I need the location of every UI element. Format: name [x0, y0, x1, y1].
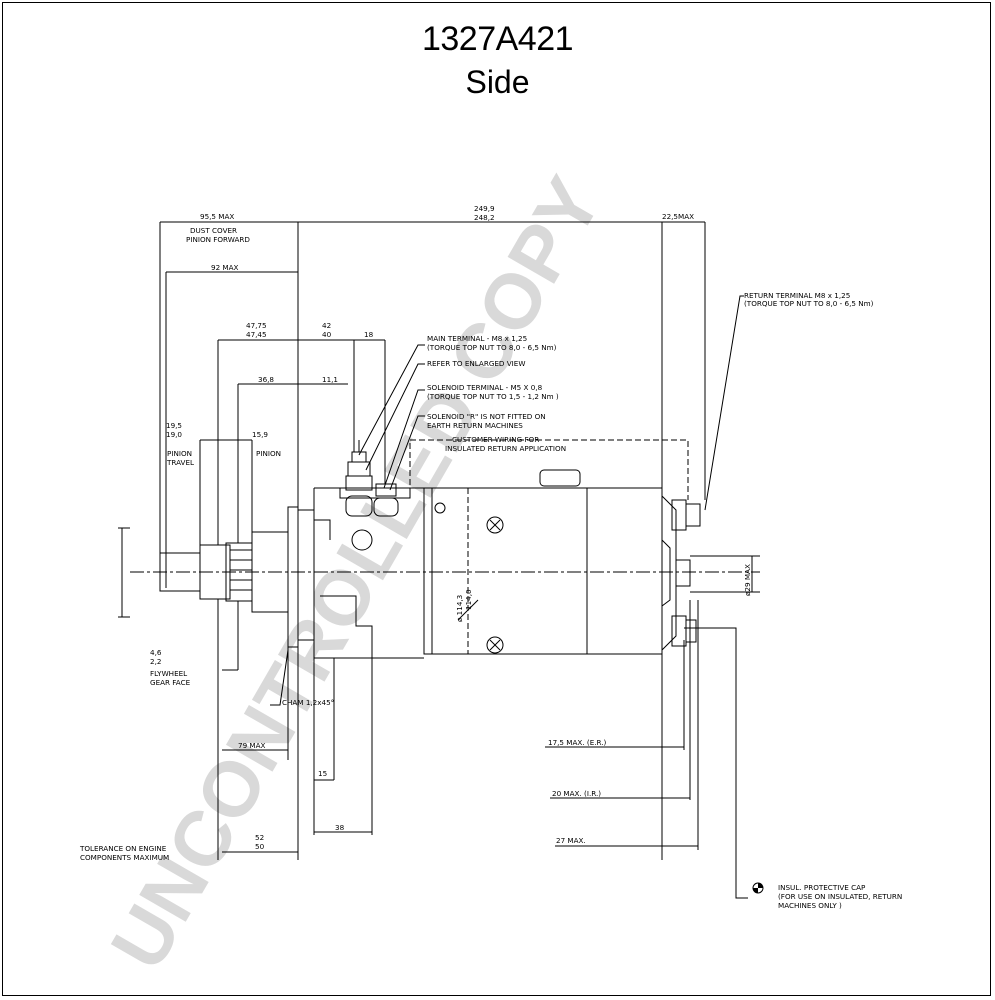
dim-95-5: 95,5 MAX	[200, 212, 234, 221]
insulated-return-label: INSULATED RETURN APPLICATION	[445, 444, 566, 453]
pinion-label: PINION	[256, 449, 281, 458]
dim-17-5: 17,5 MAX. (E.R.)	[548, 738, 607, 747]
dim-40: 40	[322, 330, 332, 339]
main-terminal-label: MAIN TERMINAL - M8 x 1,25	[427, 334, 527, 343]
return-terminal-label: RETURN TERMINAL M8 x 1,25	[744, 291, 850, 300]
callout-labels: MAIN TERMINAL - M8 x 1,25 (TORQUE TOP NU…	[427, 291, 902, 910]
dim-19-0: 19,0	[166, 430, 182, 439]
dim-15: 15	[318, 769, 327, 778]
dim-dia-29: ø29 MAX	[743, 564, 752, 596]
solenoid-r-label: SOLENOID "R" IS NOT FITTED ON	[427, 412, 546, 421]
tolerance-label-2: COMPONENTS MAXIMUM	[80, 853, 169, 862]
chamfer-label: CHAM 1,2x45°	[282, 698, 334, 707]
insul-cap-usage: (FOR USE ON INSULATED, RETURN	[778, 892, 902, 901]
dim-248-2: 248,2	[474, 213, 495, 222]
dim-36-8: 36,8	[258, 375, 274, 384]
solenoid-terminal-torque: (TORQUE TOP NUT TO 1,5 - 1,2 Nm )	[427, 392, 559, 401]
dim-19-5: 19,5	[166, 421, 182, 430]
dim-20: 20 MAX. (I.R.)	[552, 789, 601, 798]
motor-outline	[118, 221, 760, 899]
dim-38: 38	[335, 823, 345, 832]
dim-15-9: 15,9	[252, 430, 268, 439]
dim-92: 92 MAX	[211, 263, 239, 272]
dim-2-2: 2,2	[150, 657, 161, 666]
solenoid-terminal-label: SOLENOID TERMINAL - M5 X 0,8	[427, 383, 543, 392]
dimension-labels: 95,5 MAX DUST COVER PINION FORWARD 92 MA…	[79, 204, 752, 862]
dim-18: 18	[364, 330, 374, 339]
gear-face-label: GEAR FACE	[150, 678, 191, 687]
main-terminal-torque: (TORQUE TOP NUT TO 8,0 - 6,5 Nm)	[427, 343, 557, 352]
uncontrolled-copy-watermark: UNCONTROLLED COPY	[94, 163, 619, 984]
dim-47-45: 47,45	[246, 330, 267, 339]
dim-11-1: 11,1	[322, 375, 338, 384]
dim-47-75: 47,75	[246, 321, 267, 330]
dim-4-6: 4,6	[150, 648, 162, 657]
customer-wiring-label: CUSTOMER WIRING FOR	[452, 435, 539, 444]
view-subtitle: Side	[465, 64, 530, 100]
tolerance-label: TOLERANCE ON ENGINE	[79, 844, 167, 853]
dim-dia-114-3: ø 114,3	[455, 595, 464, 622]
dim-dia-114-0: 114,0	[464, 589, 473, 610]
insul-cap-label: INSUL. PROTECTIVE CAP	[778, 883, 866, 892]
dim-27: 27 MAX.	[556, 836, 586, 845]
pinion-forward-label: PINION FORWARD	[186, 235, 250, 244]
insul-cap-symbol	[752, 882, 764, 894]
refer-enlarged-label: REFER TO ENLARGED VIEW	[427, 359, 525, 368]
dim-52: 52	[255, 833, 264, 842]
pinion-travel-label-2: TRAVEL	[166, 458, 194, 467]
dust-cover-label: DUST COVER	[190, 226, 237, 235]
dim-42: 42	[322, 321, 331, 330]
dim-249-9: 249,9	[474, 204, 495, 213]
dim-50: 50	[255, 842, 265, 851]
part-number-title: 1327A421	[421, 20, 574, 58]
earth-return-label: EARTH RETURN MACHINES	[427, 421, 523, 430]
pinion-travel-label: PINION	[167, 449, 192, 458]
dim-79: 79 MAX	[238, 741, 266, 750]
insul-cap-usage-2: MACHINES ONLY )	[778, 901, 842, 910]
return-terminal-torque: (TORQUE TOP NUT TO 8,0 - 6,5 Nm)	[744, 299, 874, 308]
flywheel-label: FLYWHEEL	[150, 669, 187, 678]
dim-22-5: 22,5MAX	[662, 212, 694, 221]
